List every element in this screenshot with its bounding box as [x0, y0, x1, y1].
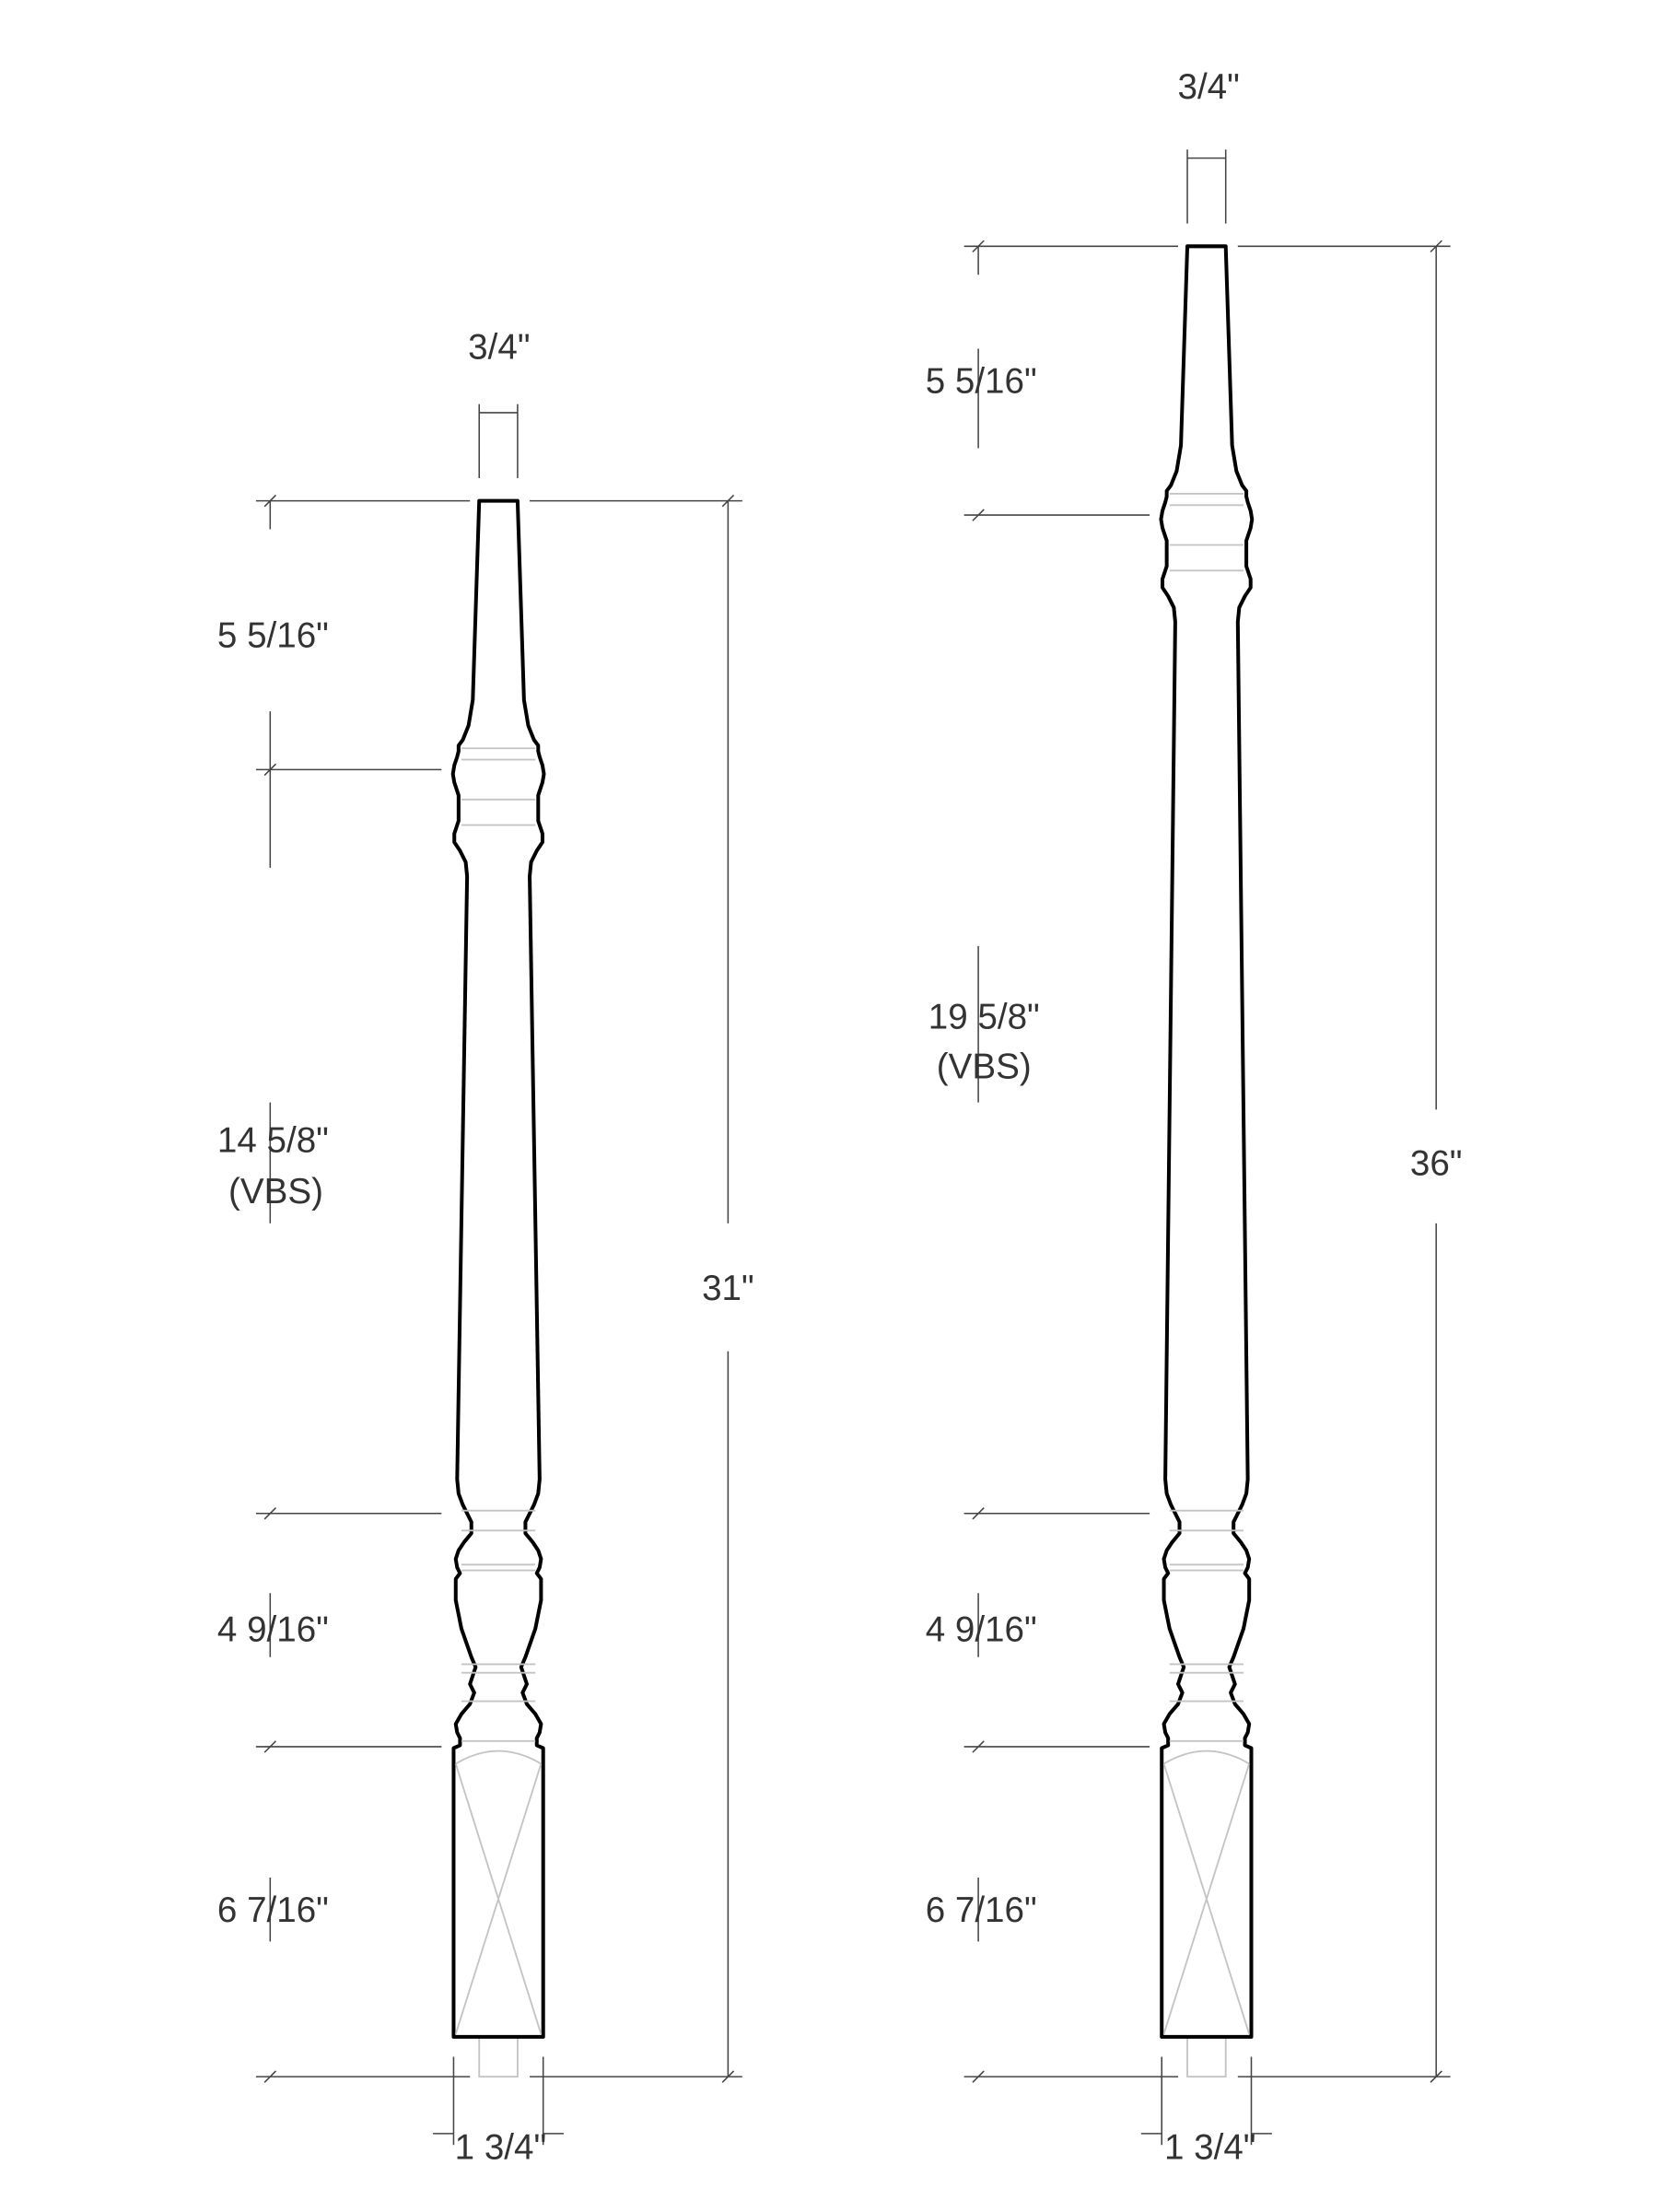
top-segment-label: 5 5/16"	[217, 616, 329, 656]
lower-turning-label: 4 9/16"	[926, 1610, 1037, 1650]
bottom-width-label: 1 3/4"	[1164, 2128, 1256, 2168]
dim-tick	[721, 494, 735, 508]
block-diagonal	[1162, 1763, 1251, 2035]
dim-tick	[972, 2070, 985, 2083]
dim-tick	[972, 1507, 985, 1520]
vbs-note: (VBS)	[937, 1047, 1032, 1086]
block-arc	[1163, 1750, 1250, 1765]
baluster-profile	[1159, 244, 1255, 2039]
top-width-label: 3/4"	[468, 327, 530, 367]
vbs-note: (VBS)	[228, 1172, 323, 1211]
top-segment-label: 5 5/16"	[926, 361, 1037, 401]
block-arc	[455, 1750, 542, 1765]
block-segment-label: 6 7/16"	[926, 1890, 1037, 1930]
baluster-31-inch	[255, 404, 742, 2146]
vbs-segment-label: 19 5/8"	[928, 997, 1040, 1036]
dim-tick	[972, 1740, 985, 1753]
block-diagonal	[454, 1763, 543, 2035]
vbs-segment-label: 14 5/8"	[217, 1121, 329, 1161]
lower-turning-label: 4 9/16"	[217, 1610, 329, 1650]
overall-height-label: 36"	[1410, 1143, 1463, 1183]
dim-tick	[263, 2070, 277, 2083]
dim-tick	[972, 509, 985, 521]
dim-tick	[721, 2070, 735, 2083]
dim-tick	[263, 1507, 277, 1520]
overall-height-label: 31"	[702, 1269, 754, 1308]
dim-tick	[263, 1740, 277, 1753]
baluster-profile	[450, 498, 546, 2039]
dim-tick	[1430, 2070, 1442, 2083]
dim-tick	[1430, 240, 1442, 253]
bottom-width-label: 1 3/4"	[455, 2128, 546, 2168]
dowel-pin	[478, 2035, 519, 2078]
baluster-36-inch	[963, 149, 1451, 2146]
top-width-label: 3/4"	[1178, 67, 1240, 107]
dowel-pin	[1186, 2035, 1227, 2078]
block-segment-label: 6 7/16"	[217, 1890, 329, 1930]
